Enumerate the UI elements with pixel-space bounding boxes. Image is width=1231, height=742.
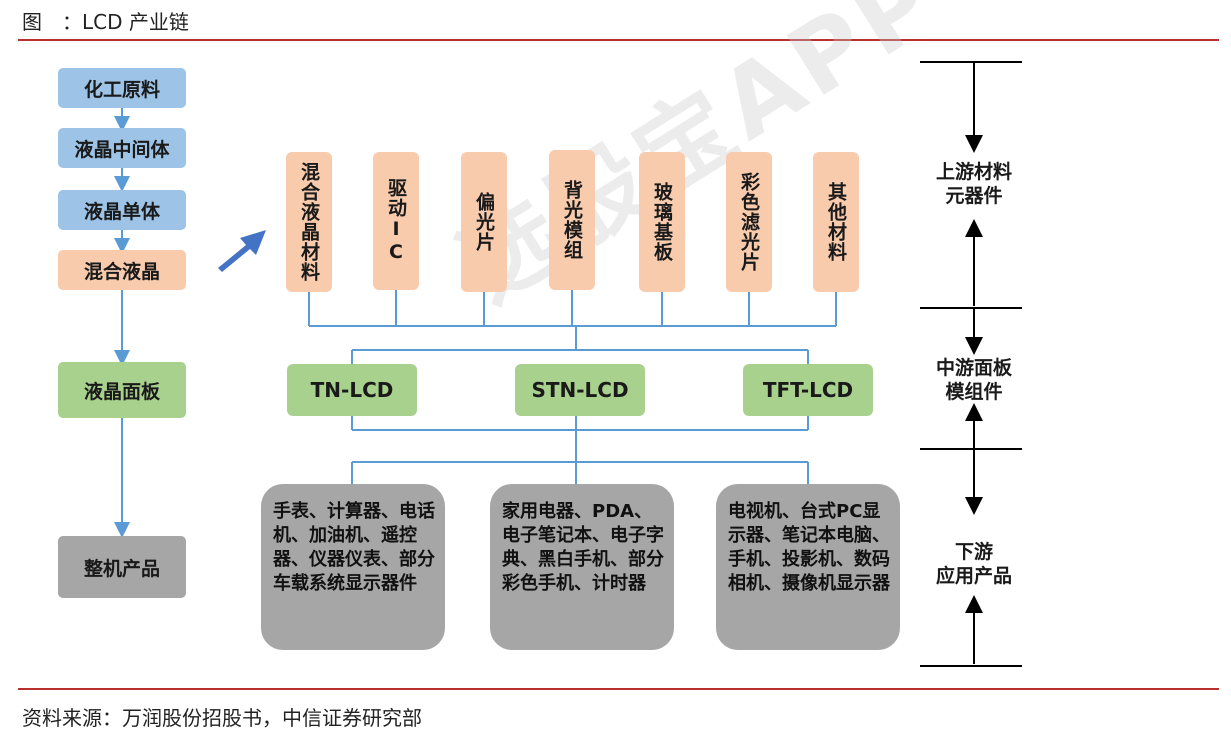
chain-lc-intermediate: 液晶中间体 bbox=[58, 128, 186, 168]
upstream-mixed-lc-material: 混合液晶材料 bbox=[286, 152, 332, 292]
upstream-backlight-module: 背光模组 bbox=[549, 150, 595, 290]
chain-mixed-lc: 混合液晶 bbox=[58, 250, 186, 290]
downstream-tn-applications: 手表、计算器、电话机、加油机、遥控器、仪器仪表、部分车载系统显示器件 bbox=[261, 484, 445, 650]
upstream-polarizer: 偏光片 bbox=[461, 152, 507, 292]
downstream-stn-applications: 家用电器、PDA、电子笔记本、电子字典、黑白手机、部分彩色手机、计时器 bbox=[490, 484, 674, 650]
midstream-tft-lcd: TFT-LCD bbox=[743, 364, 873, 416]
chain-lc-panel: 液晶面板 bbox=[58, 362, 186, 418]
downstream-tft-applications: 电视机、台式PC显示器、笔记本电脑、手机、投影机、数码相机、摄像机显示器 bbox=[716, 484, 900, 650]
top-rule bbox=[18, 39, 1219, 41]
stage-upstream-label: 上游材料 元器件 bbox=[935, 161, 1012, 207]
upstream-glass-substrate: 玻璃基板 bbox=[639, 152, 685, 292]
upstream-color-filter: 彩色滤光片 bbox=[726, 152, 772, 292]
midstream-tn-lcd: TN-LCD bbox=[287, 364, 417, 416]
chain-chemical-raw-materials: 化工原料 bbox=[58, 68, 186, 108]
chain-end-products: 整机产品 bbox=[58, 536, 186, 598]
chain-lc-monomer: 液晶单体 bbox=[58, 190, 186, 230]
upstream-driver-ic: 驱动IC bbox=[373, 152, 419, 290]
midstream-stn-lcd: STN-LCD bbox=[515, 364, 645, 416]
stage-midstream-label: 中游面板 模组件 bbox=[935, 357, 1012, 403]
stage-downstream-label: 下游 应用产品 bbox=[935, 541, 1012, 587]
upstream-other-materials: 其他材料 bbox=[813, 152, 859, 292]
bottom-rule bbox=[18, 688, 1219, 690]
source-note: 资料来源：万润股份招股书，中信证券研究部 bbox=[22, 706, 422, 730]
figure-title: 图 ：LCD 产业链 bbox=[22, 10, 189, 34]
flow-arrow-icon bbox=[218, 230, 266, 272]
